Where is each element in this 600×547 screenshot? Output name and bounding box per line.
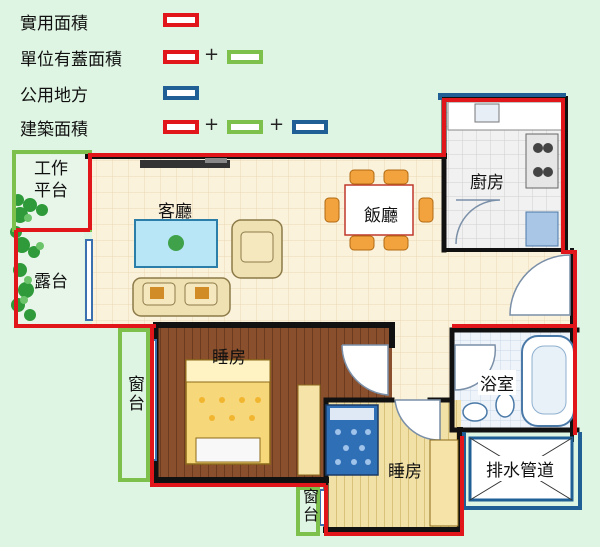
room-label-balcony: 露台 <box>34 272 68 292</box>
legend-box-covered-green <box>227 50 263 64</box>
tv-cabinet <box>140 158 230 168</box>
door-swings <box>341 199 571 441</box>
legend-box-practical <box>163 13 199 27</box>
room-label-bathroom: 浴室 <box>478 370 516 395</box>
legend-plus: + <box>204 114 220 135</box>
legend-label-building: 建築面積 <box>20 120 88 140</box>
room-label-living-room: 客廳 <box>158 202 192 222</box>
room-label-drainage: 排水管道 <box>484 456 556 481</box>
room-label-window-sill-bottom: 窗台 <box>300 488 319 524</box>
legend-box-building-red <box>163 120 199 134</box>
small-bed <box>325 404 379 476</box>
armchair <box>231 219 283 279</box>
bathroom-fixtures <box>462 335 575 427</box>
legend-box-covered-red <box>163 50 199 64</box>
room-label-kitchen: 廚房 <box>470 173 504 193</box>
legend-label-practical: 實用面積 <box>20 14 88 34</box>
sofa <box>132 277 231 317</box>
master-bed <box>185 359 271 465</box>
legend-plus: + <box>204 44 220 65</box>
legend-plus: + <box>269 114 285 135</box>
kitchen-fixtures <box>447 101 563 247</box>
legend-box-building-green <box>227 120 263 134</box>
room-label-work-platform: 工作平台 <box>34 159 68 201</box>
legend-box-common <box>163 86 199 100</box>
coffee-table <box>134 219 218 268</box>
room-label-window-sill-left: 窗台 <box>124 375 144 413</box>
dining-set <box>324 169 434 251</box>
legend-box-building-blue <box>292 120 328 134</box>
practical-area-outline <box>14 98 577 536</box>
legend-label-covered: 單位有蓋面積 <box>20 50 122 70</box>
room-label-small-bedroom: 睡房 <box>388 462 422 482</box>
room-label-master-bedroom: 睡房 <box>212 348 246 368</box>
wardrobe <box>297 384 459 527</box>
room-label-dining-room: 飯廳 <box>362 201 400 226</box>
balcony-plants <box>10 155 90 325</box>
legend-label-common: 公用地方 <box>20 86 88 106</box>
